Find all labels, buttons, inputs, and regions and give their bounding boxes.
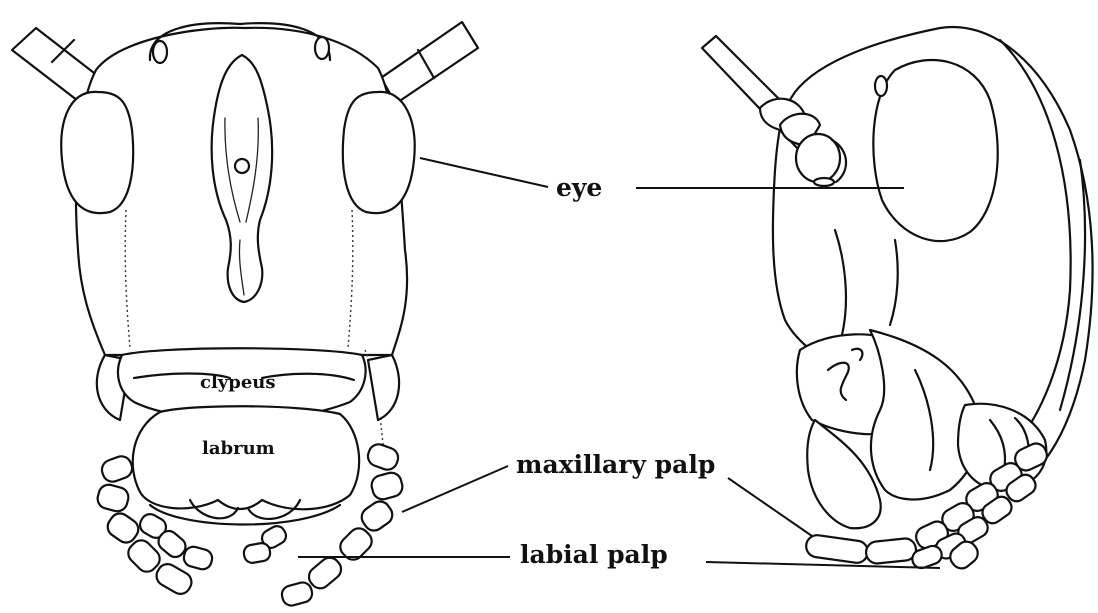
label-labial-palp: labial palp <box>520 542 668 567</box>
median-ocellus <box>235 159 249 173</box>
front-right-labial-palp <box>243 523 289 564</box>
front-view-head <box>12 22 478 608</box>
eye-leader-left <box>420 158 548 187</box>
label-maxillary-palp: maxillary palp <box>516 452 715 477</box>
label-eye: eye <box>556 175 602 200</box>
lateral-eye <box>873 60 997 241</box>
lateral-view-head <box>702 27 1093 572</box>
maxillary-palp-leader-right <box>728 478 812 536</box>
front-right-ocellus <box>315 37 329 59</box>
label-labrum: labrum <box>202 440 275 458</box>
front-right-eye <box>343 92 415 213</box>
labial-palp-leader-right <box>706 562 940 568</box>
front-left-eye <box>61 92 133 213</box>
label-clypeus: clypeus <box>200 374 276 392</box>
front-left-ocellus <box>153 41 167 63</box>
maxillary-palp-leader-left <box>402 466 508 512</box>
lateral-ocellus <box>875 76 887 96</box>
